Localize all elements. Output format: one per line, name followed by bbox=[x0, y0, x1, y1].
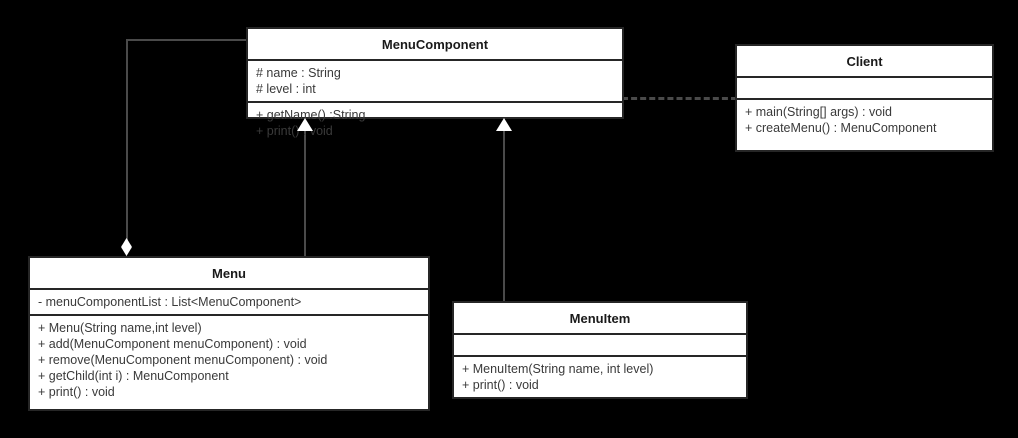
method-row: + print() : void bbox=[462, 378, 539, 392]
class-name-client: Client bbox=[846, 54, 883, 69]
method-row: + Menu(String name,int level) bbox=[38, 321, 202, 335]
attributes-menu: - menuComponentList : List<MenuComponent… bbox=[30, 288, 428, 314]
method-row: + getChild(int i) : MenuComponent bbox=[38, 369, 229, 383]
aggregation-segment-vertical bbox=[126, 39, 128, 247]
attribute-row: - menuComponentList : List<MenuComponent… bbox=[38, 295, 302, 309]
class-box-menu[interactable]: Menu - menuComponentList : List<MenuComp… bbox=[28, 256, 430, 411]
generalization-menuitem-arrowhead-icon bbox=[496, 118, 512, 131]
class-box-client[interactable]: Client + main(String[] args) : void + cr… bbox=[735, 44, 994, 152]
class-box-menucomponent[interactable]: MenuComponent # name : String # level : … bbox=[246, 27, 624, 138]
generalization-menu-arrowhead-icon bbox=[297, 118, 313, 131]
method-row: + getName() :String bbox=[256, 108, 366, 122]
dependency-dashed-line bbox=[622, 97, 737, 100]
method-row: + add(MenuComponent menuComponent) : voi… bbox=[38, 337, 307, 351]
class-name-menucomponent: MenuComponent bbox=[381, 37, 489, 52]
attributes-menuitem bbox=[454, 333, 746, 355]
method-row: + print() : void bbox=[256, 124, 333, 138]
attributes-menucomponent: # name : String # level : int bbox=[248, 59, 622, 101]
methods-menuitem: + MenuItem(String name, int level) + pri… bbox=[454, 355, 746, 397]
method-row: + createMenu() : MenuComponent bbox=[745, 121, 937, 135]
attributes-client bbox=[737, 76, 992, 98]
methods-menu: + Menu(String name,int level) + add(Menu… bbox=[30, 314, 428, 404]
method-row: + remove(MenuComponent menuComponent) : … bbox=[38, 353, 328, 367]
generalization-menuitem-line bbox=[503, 120, 505, 306]
method-row: + print() : void bbox=[38, 385, 115, 399]
class-name-menuitem: MenuItem bbox=[569, 311, 631, 326]
method-row: + main(String[] args) : void bbox=[745, 105, 892, 119]
methods-menucomponent: + getName() :String + print() : void bbox=[248, 101, 622, 143]
attribute-row: # level : int bbox=[256, 82, 316, 96]
class-name-menu: Menu bbox=[212, 266, 246, 281]
aggregation-segment-horizontal bbox=[126, 39, 248, 41]
aggregation-diamond-icon bbox=[121, 238, 132, 256]
attribute-row: # name : String bbox=[256, 66, 341, 80]
generalization-menu-line bbox=[304, 120, 306, 260]
methods-client: + main(String[] args) : void + createMen… bbox=[737, 98, 992, 140]
method-row: + MenuItem(String name, int level) bbox=[462, 362, 654, 376]
class-box-menuitem[interactable]: MenuItem + MenuItem(String name, int lev… bbox=[452, 301, 748, 399]
